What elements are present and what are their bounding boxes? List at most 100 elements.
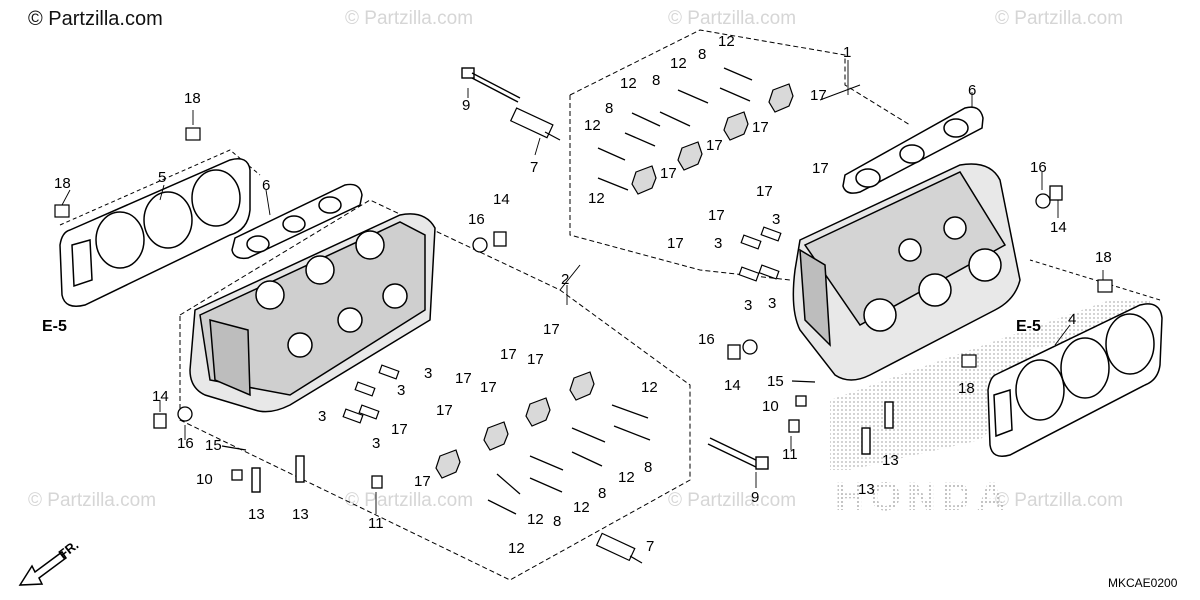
callout-14[interactable]: 14 (152, 388, 169, 405)
callout-16[interactable]: 16 (1030, 159, 1047, 176)
callout-17[interactable]: 17 (543, 321, 560, 338)
callout-17[interactable]: 17 (752, 119, 769, 136)
callout-14[interactable]: 14 (493, 191, 510, 208)
callout-12[interactable]: 12 (588, 190, 605, 207)
diagram-code: MKCAE0200 (1108, 576, 1178, 590)
callout-12[interactable]: 12 (618, 469, 635, 486)
spark-plug-7-top (509, 107, 561, 141)
callout-3[interactable]: 3 (372, 435, 381, 452)
callout-3[interactable]: 3 (768, 295, 777, 312)
callout-12[interactable]: 12 (508, 540, 525, 557)
callout-17[interactable]: 17 (706, 137, 723, 154)
callout-12[interactable]: 12 (641, 379, 658, 396)
bolts-lower (487, 404, 651, 515)
callout-14[interactable]: 14 (1050, 219, 1067, 236)
watermark-top-3: © Partzilla.com (995, 8, 1124, 29)
callout-16[interactable]: 16 (698, 331, 715, 348)
callout-14[interactable]: 14 (724, 377, 741, 394)
svg-text:HONDA: HONDA (835, 475, 1012, 519)
callout-17[interactable]: 17 (660, 165, 677, 182)
bolt-9-top (461, 67, 521, 103)
callout-11[interactable]: 11 (368, 515, 384, 532)
callout-9[interactable]: 9 (462, 97, 471, 114)
callout-16[interactable]: 16 (468, 211, 485, 228)
callout-12[interactable]: 12 (620, 75, 637, 92)
callout-18[interactable]: 18 (1095, 249, 1112, 266)
callout-4[interactable]: 4 (1068, 311, 1077, 328)
callout-3[interactable]: 3 (714, 235, 723, 252)
watermark-top-2: © Partzilla.com (668, 8, 797, 29)
callout-17[interactable]: 17 (756, 183, 773, 200)
bolts-upper (597, 67, 753, 191)
callout-8[interactable]: 8 (652, 72, 661, 89)
callout-13[interactable]: 13 (858, 481, 875, 498)
callout-8[interactable]: 8 (605, 100, 614, 117)
front-arrow (18, 550, 68, 586)
cylinder-head-right (792, 163, 1021, 381)
callout-17[interactable]: 17 (436, 402, 453, 419)
callout-15[interactable]: 15 (767, 373, 784, 390)
small-fittings (221, 380, 816, 489)
callout-10[interactable]: 10 (762, 398, 779, 415)
callout-17[interactable]: 17 (414, 473, 431, 490)
ref-label-e5-right: E-5 (1016, 318, 1041, 335)
callout-18[interactable]: 18 (958, 380, 975, 397)
callout-3[interactable]: 3 (397, 382, 406, 399)
dowel-pins (54, 127, 1113, 424)
cylinder-head-left (189, 213, 436, 413)
callout-13[interactable]: 13 (882, 452, 899, 469)
callout-12[interactable]: 12 (573, 499, 590, 516)
callout-17[interactable]: 17 (812, 160, 829, 177)
callout-17[interactable]: 17 (455, 370, 472, 387)
gasket-6-right (842, 106, 984, 194)
callout-17[interactable]: 17 (480, 379, 497, 396)
spark-plug-7-bottom (595, 532, 643, 564)
callout-1[interactable]: 1 (843, 44, 852, 61)
callout-17[interactable]: 17 (667, 235, 684, 252)
callout-9[interactable]: 9 (751, 489, 760, 506)
callout-12[interactable]: 12 (718, 33, 735, 50)
callout-6[interactable]: 6 (968, 82, 977, 99)
callout-3[interactable]: 3 (424, 365, 433, 382)
callout-18[interactable]: 18 (54, 175, 71, 192)
callout-10[interactable]: 10 (196, 471, 213, 488)
callout-17[interactable]: 17 (527, 351, 544, 368)
callout-17[interactable]: 17 (391, 421, 408, 438)
callout-11[interactable]: 11 (782, 446, 798, 463)
callout-17[interactable]: 17 (810, 87, 827, 104)
watermark-primary: © Partzilla.com (28, 8, 163, 30)
callout-6[interactable]: 6 (262, 177, 271, 194)
callout-3[interactable]: 3 (744, 297, 753, 314)
callout-15[interactable]: 15 (205, 437, 222, 454)
callout-18[interactable]: 18 (184, 90, 201, 107)
callout-16[interactable]: 16 (177, 435, 194, 452)
callout-3[interactable]: 3 (318, 408, 327, 425)
honda-text-watermark: HONDA (835, 475, 1012, 519)
callout-12[interactable]: 12 (584, 117, 601, 134)
callout-2[interactable]: 2 (561, 271, 570, 288)
callout-8[interactable]: 8 (644, 459, 653, 476)
callout-13[interactable]: 13 (292, 506, 309, 523)
callout-7[interactable]: 7 (530, 159, 539, 176)
callout-13[interactable]: 13 (248, 506, 265, 523)
watermark-bottom-4: © Partzilla.com (995, 490, 1124, 511)
callout-5[interactable]: 5 (158, 169, 167, 186)
callout-17[interactable]: 17 (708, 207, 725, 224)
watermark-bottom-2: © Partzilla.com (345, 490, 474, 511)
watermark-bottom-3: © Partzilla.com (668, 490, 797, 511)
callout-12[interactable]: 12 (670, 55, 687, 72)
studs (251, 401, 894, 493)
callout-7[interactable]: 7 (646, 538, 655, 555)
callout-8[interactable]: 8 (553, 513, 562, 530)
callout-12[interactable]: 12 (527, 511, 544, 528)
callout-3[interactable]: 3 (772, 211, 781, 228)
camshaft-holders-upper (631, 83, 794, 195)
washers-and-nuts (153, 185, 1063, 429)
watermark-top-1: © Partzilla.com (345, 8, 474, 29)
callout-8[interactable]: 8 (598, 485, 607, 502)
callout-8[interactable]: 8 (698, 46, 707, 63)
gasket-5 (59, 158, 251, 307)
callout-17[interactable]: 17 (500, 346, 517, 363)
